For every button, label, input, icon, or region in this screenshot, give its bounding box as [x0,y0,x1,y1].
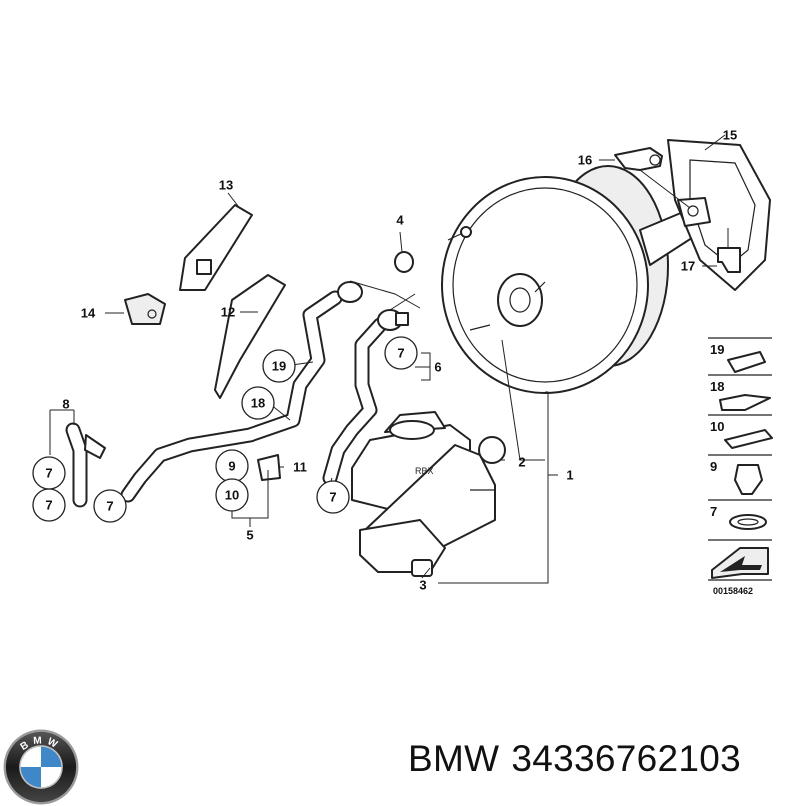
callout-11: 11 [293,460,307,475]
brake-booster [441,165,713,394]
callout-4: 4 [396,213,404,228]
circled-callout-7b: 7 [32,456,66,490]
svg-text:19: 19 [272,359,286,374]
svg-text:15: 15 [723,128,737,143]
bmw-logo: BMW [3,729,79,805]
circled-callout-7a: 7 [384,336,418,370]
callout-14: 14 [81,306,96,321]
callout-15: 15 [723,128,737,143]
side-panel-item-10: 10 [710,419,773,449]
callout-1: 1 [566,468,573,483]
circled-callout-18: 18 [241,386,275,420]
svg-text:7: 7 [710,504,717,519]
side-panel-item-18: 18 [710,379,771,411]
svg-text:3: 3 [419,578,426,593]
circled-callout-10: 10 [215,478,249,512]
callout-3: 3 [419,578,426,593]
svg-text:19: 19 [710,342,724,357]
svg-text:7: 7 [45,466,52,481]
svg-text:6: 6 [434,360,441,375]
svg-text:5: 5 [246,528,253,543]
svg-text:4: 4 [396,213,404,228]
bracket-parts [124,204,286,481]
callout-6: 6 [434,360,441,375]
side-panel-item-19: 19 [710,342,766,373]
brand-name: BMW [408,738,500,779]
svg-text:14: 14 [81,306,96,321]
part-caption: BMW 34336762103 [408,738,753,780]
svg-text:13: 13 [219,178,233,193]
callout-13: 13 [219,178,233,193]
circled-callout-7d: 7 [93,489,127,523]
side-panel: 19 18 10 9 7 00158462 [708,337,773,596]
callout-12: 12 [221,305,235,320]
circled-callout-19: 19 [262,349,296,383]
svg-text:7: 7 [45,498,52,513]
svg-text:RBX: RBX [415,466,434,476]
svg-text:8: 8 [62,397,69,412]
clip-part [717,228,741,273]
circled-callout-9: 9 [215,449,249,483]
svg-text:9: 9 [228,459,235,474]
callout-8: 8 [62,397,69,412]
svg-text:18: 18 [710,379,724,394]
svg-text:7: 7 [106,499,113,514]
svg-text:2: 2 [518,455,525,470]
svg-text:12: 12 [221,305,235,320]
diagram-code: 00158462 [713,586,753,596]
callout-2: 2 [518,455,525,470]
svg-text:9: 9 [710,459,717,474]
callout-5: 5 [246,528,253,543]
svg-text:1: 1 [566,468,573,483]
svg-text:10: 10 [225,488,239,503]
circled-callout-7e: 7 [316,480,350,514]
master-cylinder: RBX [351,411,496,577]
svg-text:7: 7 [397,346,404,361]
vacuum-hoses [65,251,414,508]
part-number: 34336762103 [511,738,741,779]
callout-17: 17 [681,259,695,274]
circled-callout-7c: 7 [32,488,66,522]
svg-text:16: 16 [578,153,592,168]
side-panel-item-9: 9 [710,459,763,495]
svg-text:7: 7 [329,490,336,505]
svg-text:17: 17 [681,259,695,274]
callout-16: 16 [578,153,592,168]
pin-part [614,147,691,209]
arrow-symbol-icon [711,547,769,579]
svg-text:18: 18 [251,396,265,411]
svg-text:11: 11 [293,460,307,475]
side-panel-item-7: 7 [710,504,767,530]
svg-text:10: 10 [710,419,724,434]
